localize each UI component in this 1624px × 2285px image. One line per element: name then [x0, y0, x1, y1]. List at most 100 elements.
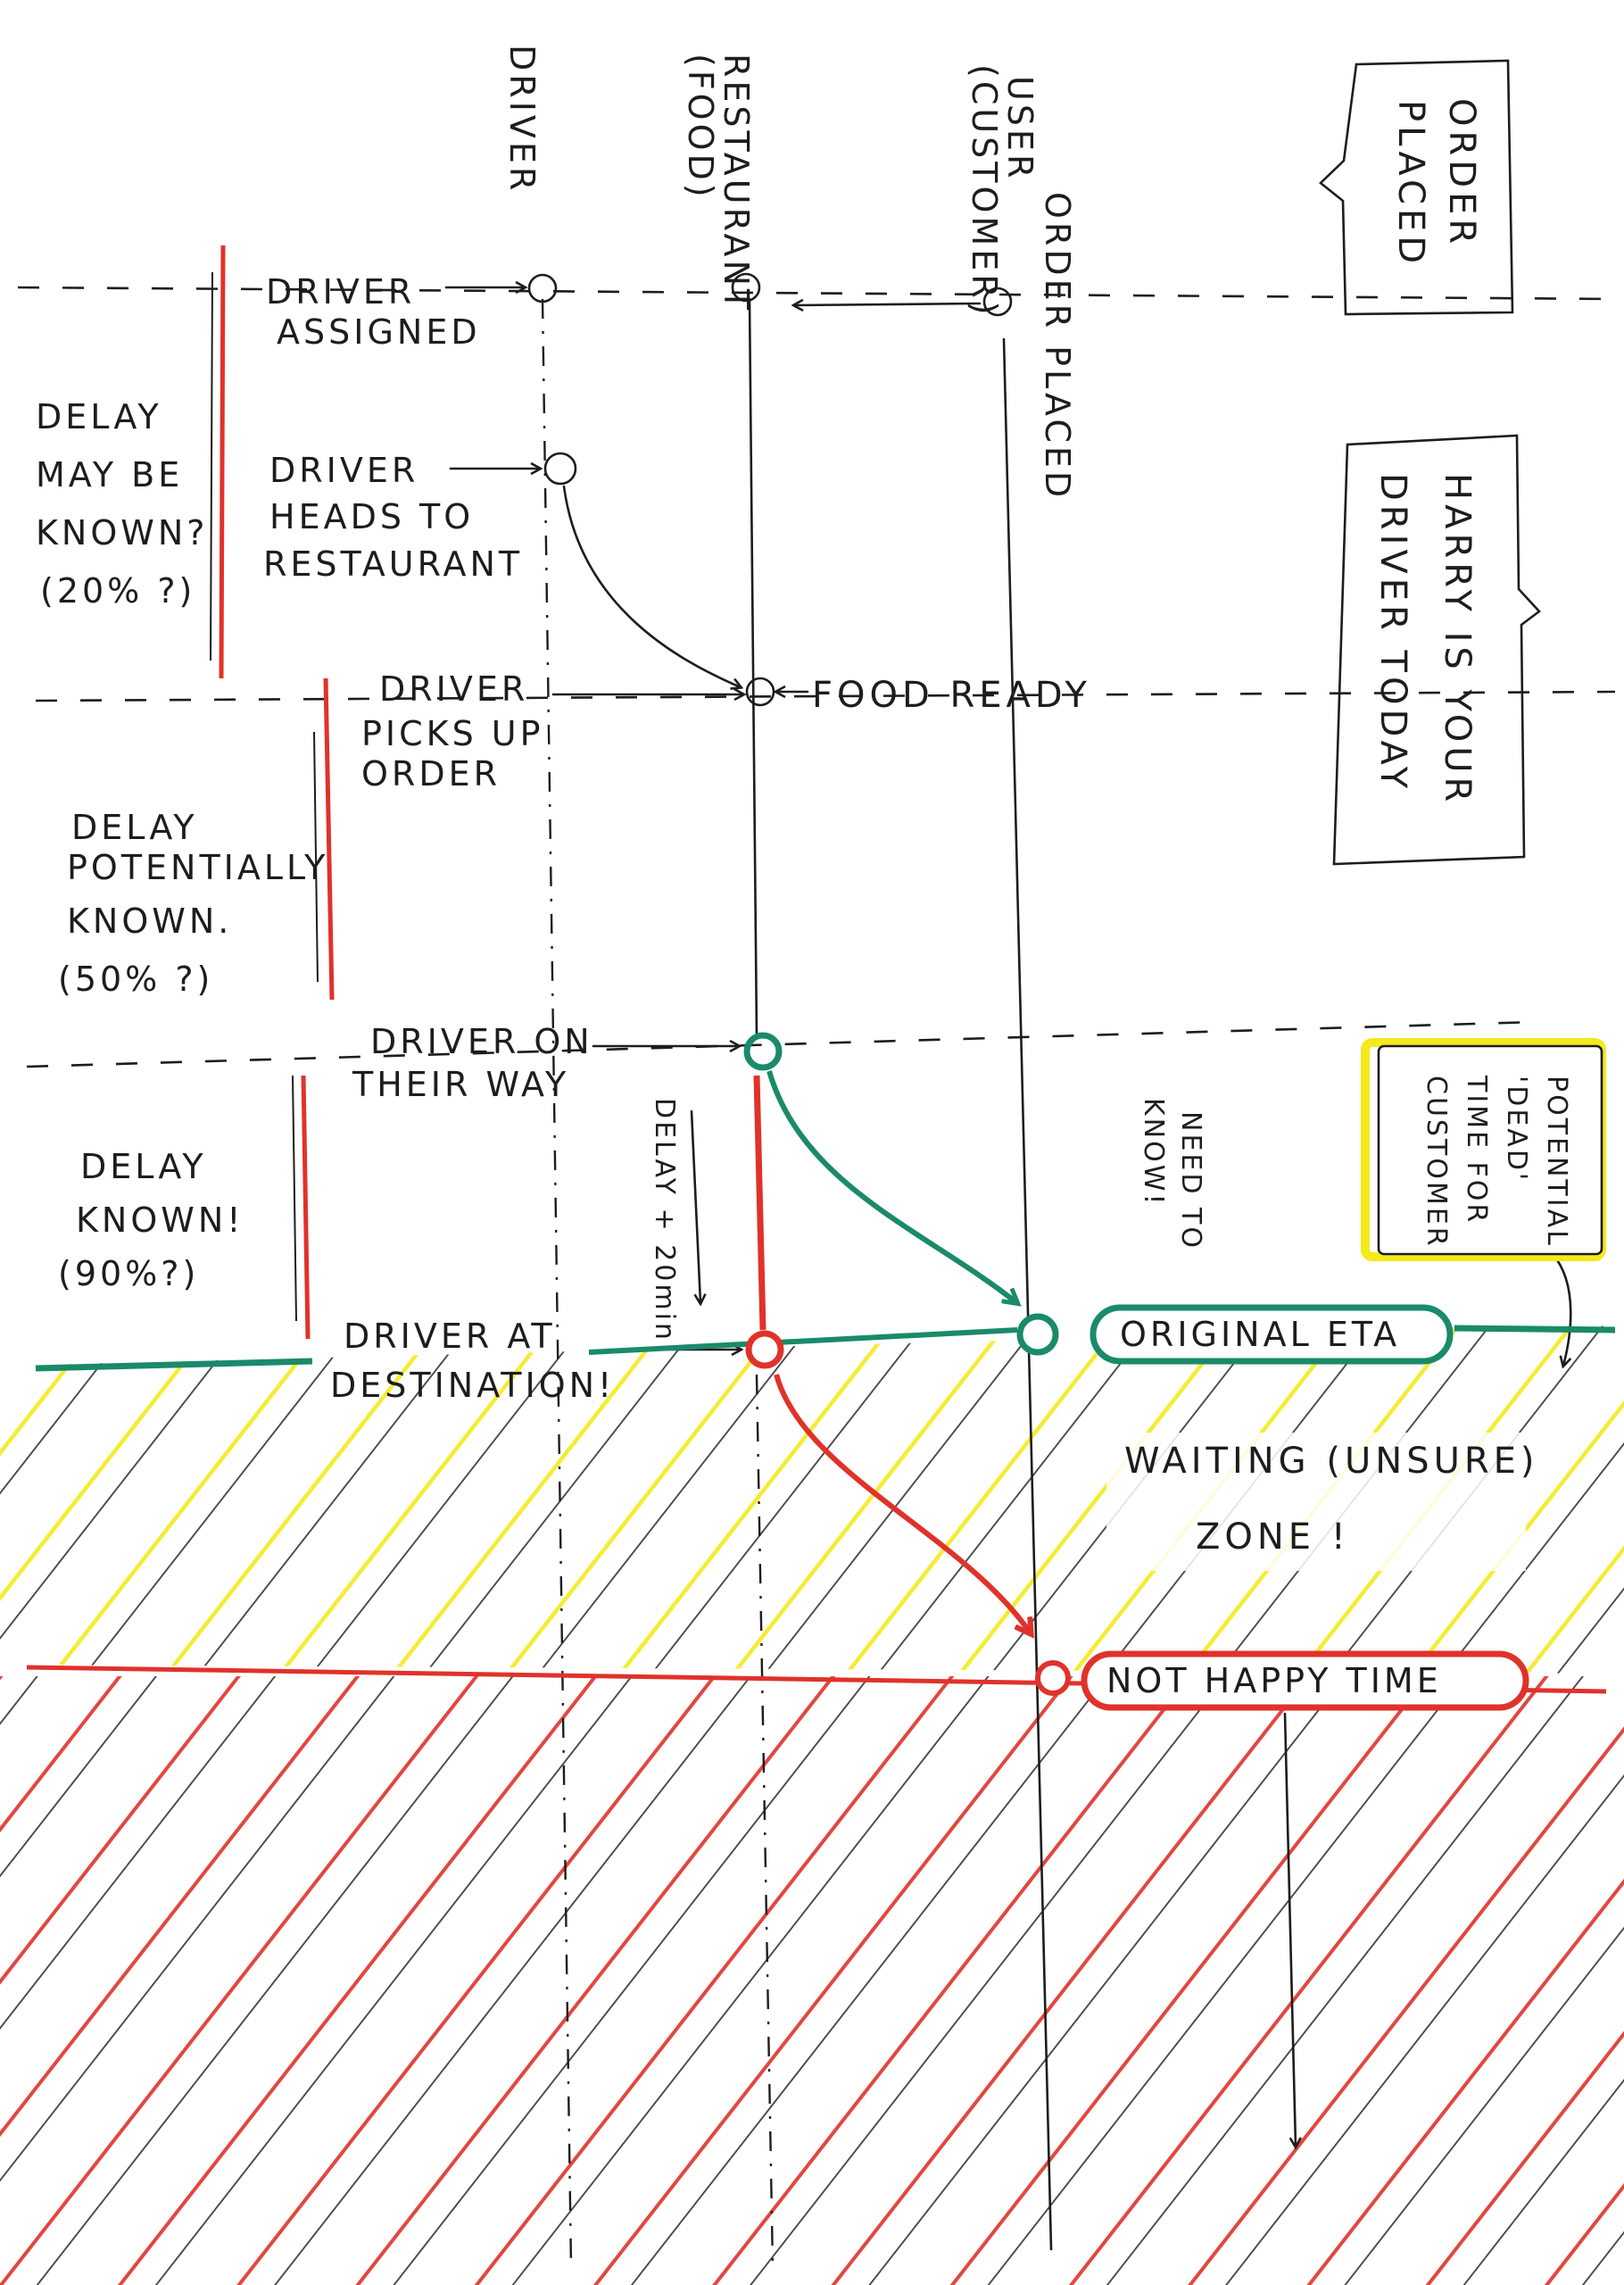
delay-2-line-2: POTENTIALLY: [67, 848, 328, 887]
original-eta-line-left: [35, 1358, 313, 1372]
driver-heads-label-2: HEADS TO: [269, 497, 474, 536]
dead-time-bubble-shape: [1377, 1044, 1603, 1256]
waiting-zone: [0, 1325, 1624, 1674]
waiting-zone-area: [0, 1325, 1624, 1674]
order-placed-bubble: ORDER PLACED: [1319, 59, 1514, 316]
delay-descriptions: DELAY MAY BE KNOWN? (20% ?) DELAY POTENT…: [36, 397, 328, 1293]
delay-bracket-3: [301, 1075, 311, 1340]
restaurant-order-node: [731, 272, 761, 303]
destination-to-not-happy-arrow: [774, 1374, 1031, 1633]
delay-note: DELAY + 20min: [649, 1098, 680, 1342]
delay-2-line-3: KNOWN.: [67, 902, 232, 941]
driver-at-destination-label-2: DESTINATION!: [330, 1366, 615, 1405]
original-eta-line-right: [588, 1327, 1018, 1355]
waiting-zone-label: WAITING (UNSURE) ZONE !: [1106, 1433, 1539, 1571]
heads-to-food-arrow: [562, 485, 741, 687]
dead-time-bubble: POTENTIAL 'DEAD' TIME FOR CUSTOMER: [1361, 1038, 1606, 1261]
driver-heads-label-3: RESTAURANT: [263, 544, 523, 584]
waiting-zone-line-1: WAITING (UNSURE): [1124, 1441, 1539, 1482]
stage-line-order-placed: [17, 286, 1616, 301]
need-to-know-line-1: NEED TO: [1175, 1111, 1206, 1251]
harry-bubble-line-1: HARRY IS YOUR: [1437, 473, 1478, 806]
driver-picks-up-label-1: DRIVER: [379, 669, 528, 709]
delay-3-line-3: (90%?): [58, 1254, 199, 1293]
driver-lane-label: DRIVER: [502, 45, 542, 194]
not-happy-zone: [0, 1676, 1624, 2285]
food-ready-label: FOOD READY: [812, 675, 1091, 716]
red-drop-line: [753, 1075, 766, 1331]
order-placed-lane-label: ORDER PLACED: [1038, 192, 1077, 501]
dead-time-line-4: CUSTOMER: [1421, 1076, 1452, 1249]
dead-time-line-3: TIME FOR: [1461, 1075, 1492, 1225]
not-happy-label: NOT HAPPY TIME: [1106, 1661, 1442, 1700]
waiting-zone-label-bg: [1106, 1433, 1526, 1571]
not-happy-node: [1035, 1660, 1071, 1696]
on-way-to-eta-arrow: [766, 1070, 1017, 1303]
waiting-zone-line-2: ZONE !: [1196, 1516, 1350, 1558]
driver-assigned-label-1: DRIVER: [266, 272, 415, 312]
delay-1-line-4: (20% ?): [40, 571, 195, 611]
driver-assigned-node: [527, 273, 558, 303]
driver-on-way-label-2: THEIR WAY: [352, 1065, 569, 1104]
delay-bracket-2: [323, 677, 335, 1001]
restaurant-lane-label: RESTAURANT: [717, 54, 756, 313]
user-lane-label: USER: [1000, 76, 1040, 181]
driver-assigned-label-2: ASSIGNED: [277, 312, 481, 352]
dead-time-line-2: 'DEAD': [1501, 1076, 1532, 1183]
flow: [444, 272, 1572, 2147]
delay-2-line-1: DELAY: [71, 808, 198, 847]
customer-order-node: [982, 287, 1013, 317]
delay-bracket-2-ink: [313, 731, 319, 983]
delay-bracket-1: [219, 245, 226, 679]
original-eta-node: [1016, 1313, 1059, 1356]
harry-bubble-shape: [1332, 434, 1541, 866]
delay-3-line-1: DELAY: [80, 1147, 207, 1186]
original-eta-line-far: [1454, 1325, 1616, 1334]
driver-picks-up-label-2: PICKS UP: [361, 714, 544, 753]
driver-at-destination-node: [745, 1330, 784, 1369]
delay-3-line-2: KNOWN!: [76, 1201, 244, 1240]
lanes: [541, 297, 1053, 2268]
food-ready-node: [745, 677, 775, 707]
restaurant-lane-line: [748, 297, 758, 1037]
driver-picks-up-label-3: ORDER: [361, 754, 501, 794]
order-placed-bubble-line-1: ORDER: [1441, 98, 1482, 248]
lane-headers: DRIVER RESTAURANT (FOOD) USER (CUSTOMER)…: [502, 45, 1077, 501]
user-lane-sublabel: (CUSTOMER): [965, 64, 1004, 318]
original-eta-marker: ORIGINAL ETA: [1090, 1304, 1454, 1365]
original-eta-pill: [1090, 1304, 1454, 1365]
not-happy-down-arrow: [1283, 1712, 1296, 2147]
delay-1-line-3: KNOWN?: [36, 513, 208, 553]
order-to-restaurant-arrow: [794, 303, 982, 305]
delay-arrow: [690, 1109, 700, 1303]
driver-at-destination-label-1: DRIVER AT: [344, 1317, 556, 1356]
delay-bracket-3-ink: [292, 1075, 297, 1322]
user-lane-line: [1002, 337, 1053, 2251]
need-to-know-line-2: KNOW!: [1138, 1098, 1169, 1207]
driver-heads-label-1: DRIVER: [269, 451, 418, 490]
restaurant-lane-sublabel: (FOOD): [681, 54, 720, 201]
stage-lines: [17, 286, 1616, 1068]
dead-time-pointer: [1551, 1252, 1572, 1366]
delay-bracket-1-ink: [210, 271, 213, 661]
delay-1-line-2: MAY BE: [36, 455, 183, 494]
order-placed-bubble-line-2: PLACED: [1390, 100, 1431, 268]
delay-2-line-4: (50% ?): [58, 960, 213, 999]
not-happy-pill: [1081, 1650, 1529, 1711]
driver-heads-node: [543, 452, 577, 486]
not-happy-zone-area: [0, 1676, 1624, 2285]
restaurant-lane-lower: [755, 1374, 775, 2268]
driver-on-way-label-1: DRIVER ON: [370, 1022, 593, 1061]
delay-brackets: [210, 245, 335, 1340]
harry-bubble-line-2: DRIVER TODAY: [1372, 473, 1413, 793]
driver-on-way-node: [743, 1032, 783, 1071]
eta-path: [35, 1032, 1616, 1372]
stage-line-on-way: [26, 1020, 1536, 1068]
harry-bubble: HARRY IS YOUR DRIVER TODAY: [1332, 434, 1541, 866]
original-eta-label: ORIGINAL ETA: [1120, 1315, 1400, 1354]
not-happy-marker: NOT HAPPY TIME: [1081, 1650, 1529, 1711]
event-labels: DRIVER ASSIGNED DRIVER HEADS TO RESTAURA…: [263, 272, 1091, 1405]
order-placed-bubble-shape: [1319, 59, 1514, 316]
need-to-know-note: NEED TO KNOW!: [1138, 1098, 1206, 1251]
